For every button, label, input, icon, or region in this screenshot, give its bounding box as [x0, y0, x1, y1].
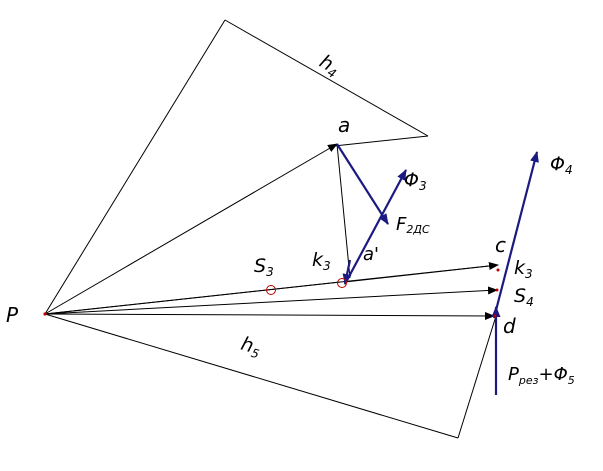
label-phi3: Φ3	[404, 169, 427, 193]
label-c: c	[495, 233, 506, 257]
label-s3: S3	[254, 255, 274, 279]
h5-extension-right	[457, 315, 497, 439]
h4-dimension-line	[224, 19, 429, 137]
label-f2dc: F2ДС	[396, 214, 430, 236]
label-s4: S4	[514, 285, 534, 309]
d-point	[493, 314, 497, 318]
force-f2dc-arrow	[336, 143, 389, 225]
force-phi3-arrow	[344, 169, 407, 285]
c-point	[496, 268, 500, 272]
label-k3-right: k3	[514, 257, 533, 281]
pole-point	[43, 312, 47, 316]
vector-a-a-prime	[336, 143, 351, 279]
label-pres-phi5: Pрез+Φ5	[508, 364, 575, 387]
label-phi4: Φ4	[550, 153, 573, 177]
label-d: d	[503, 314, 516, 338]
force-phi4-arrow	[492, 151, 539, 319]
label-k3-left: k3	[312, 249, 331, 273]
vector-p-k3-right	[44, 286, 498, 315]
label-pole: P	[6, 303, 19, 327]
label-h4: h4	[315, 50, 344, 81]
h4-extension-left	[44, 19, 226, 315]
vector-p-d	[44, 311, 495, 320]
label-a-prime: a'	[363, 244, 379, 265]
k3-point	[337, 278, 347, 288]
s3-point	[266, 285, 276, 295]
label-a: a	[338, 113, 350, 137]
vector-p-a	[44, 143, 338, 315]
s4-point	[495, 288, 499, 292]
h5-dimension-line	[44, 313, 459, 439]
vector-k3-c	[344, 264, 499, 283]
h4-extension-right	[333, 135, 429, 147]
label-h5: h5	[238, 333, 264, 361]
